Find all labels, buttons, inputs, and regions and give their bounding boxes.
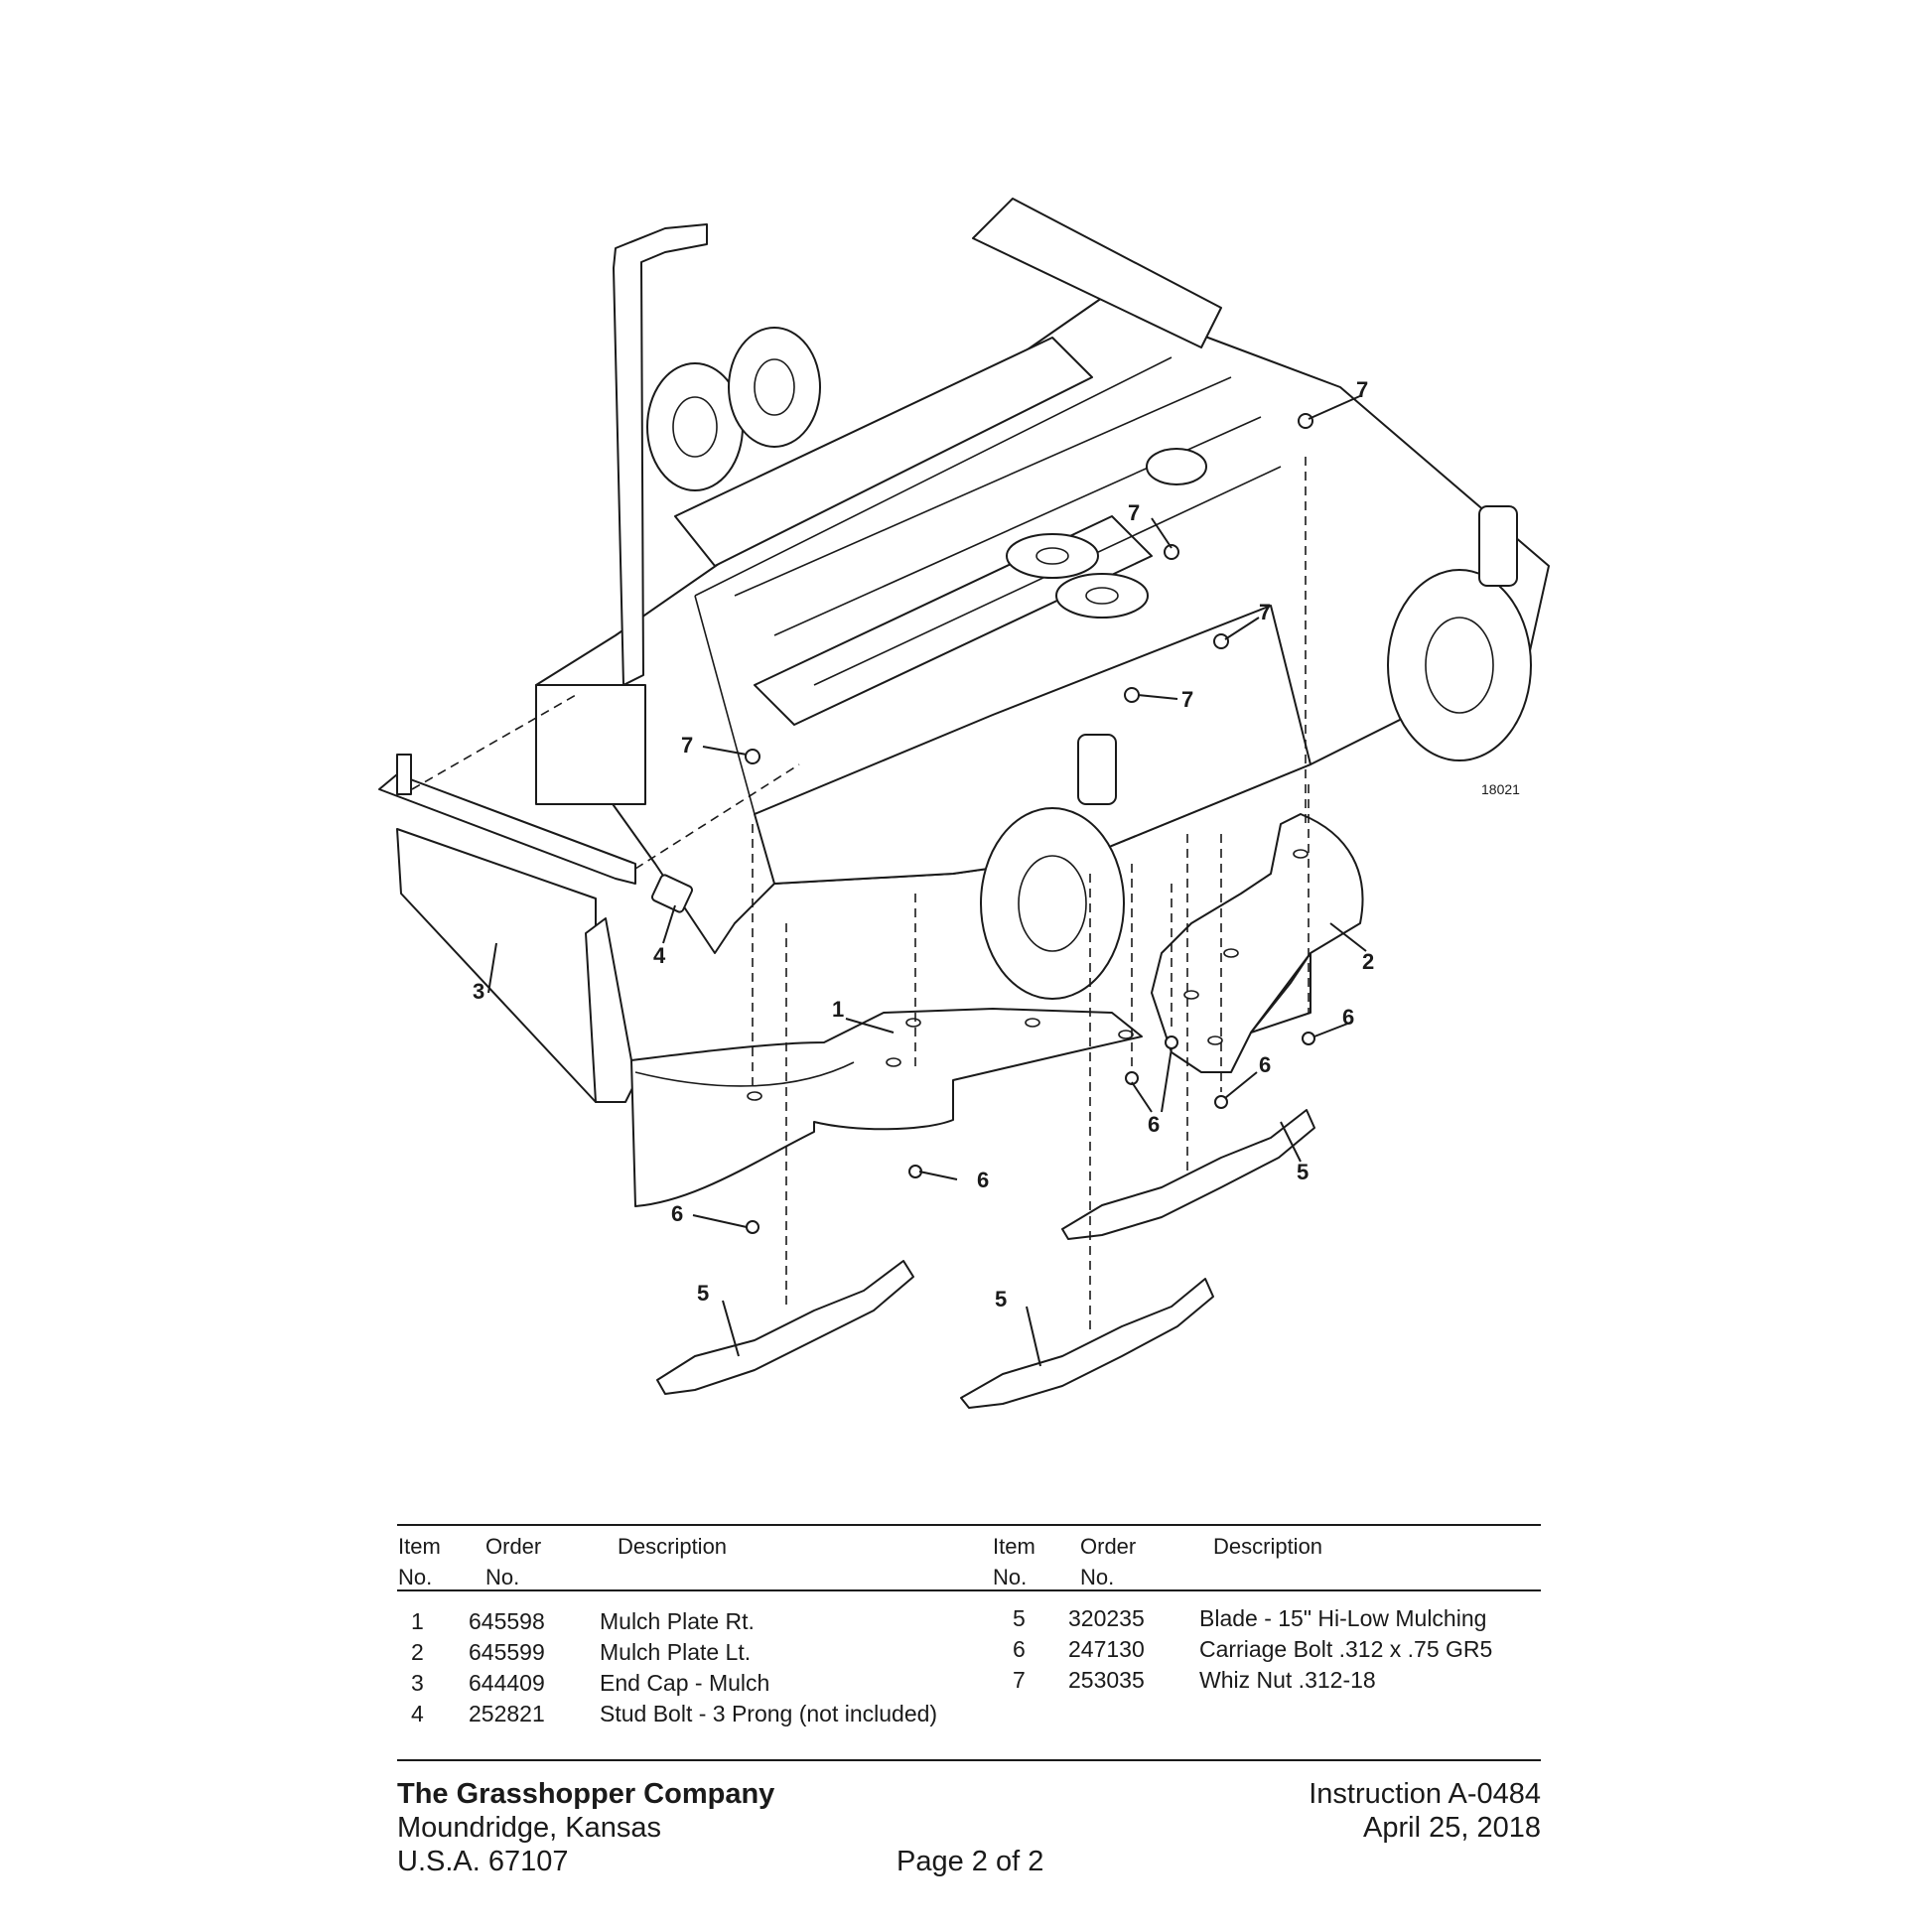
callout-6d: 6 — [1259, 1052, 1271, 1077]
item-no: 6 — [1013, 1636, 1026, 1662]
callout-6c: 6 — [1342, 1005, 1354, 1030]
callout-3: 3 — [473, 979, 484, 1004]
table-header-rule — [397, 1589, 1541, 1591]
callout-7d: 7 — [1181, 687, 1193, 712]
header-description-right: Description — [1213, 1534, 1323, 1559]
table-top-rule — [397, 1524, 1541, 1526]
mulch-plate-left-part — [1151, 813, 1364, 1073]
callout-7b: 7 — [1128, 500, 1140, 525]
callout-4: 4 — [653, 943, 666, 968]
figure-number: 18021 — [1481, 781, 1520, 797]
item-no: 3 — [411, 1670, 424, 1696]
callout-6a: 6 — [977, 1168, 989, 1192]
callout-7c: 7 — [1259, 600, 1271, 624]
end-cap-mulch-part — [378, 694, 800, 1103]
callout-5a: 5 — [697, 1281, 709, 1306]
callout-7e: 7 — [681, 733, 693, 758]
header-item-no-right: Item No. — [993, 1534, 1035, 1589]
order-no: 252821 — [469, 1701, 545, 1726]
description: Mulch Plate Lt. — [600, 1639, 752, 1665]
item-no: 1 — [411, 1608, 424, 1634]
item-no: 5 — [1013, 1605, 1026, 1631]
item-no: 2 — [411, 1639, 424, 1665]
description: End Cap - Mulch — [600, 1670, 770, 1696]
mulching-blades-parts — [656, 1109, 1315, 1409]
order-no: 645598 — [469, 1608, 545, 1634]
order-no: 644409 — [469, 1670, 545, 1696]
document-date: April 25, 2018 — [1363, 1812, 1541, 1844]
description: Mulch Plate Rt. — [600, 1608, 755, 1634]
exploded-parts-diagram: 18021 1 2 3 4 5 5 5 6 6 6 6 6 7 7 7 7 7 — [378, 198, 1550, 1409]
callout-6b: 6 — [671, 1201, 683, 1226]
instruction-number: Instruction A-0484 — [1309, 1778, 1541, 1810]
item-no: 4 — [411, 1701, 424, 1726]
description: Whiz Nut .312-18 — [1199, 1667, 1376, 1693]
description: Blade - 15" Hi-Low Mulching — [1199, 1605, 1487, 1631]
order-no: 645599 — [469, 1639, 545, 1665]
header-item-no-left: Item No. — [398, 1534, 441, 1589]
mulch-plate-right-part — [630, 1008, 1143, 1207]
page-number: Page 2 of 2 — [897, 1846, 1044, 1877]
order-no: 253035 — [1068, 1667, 1145, 1693]
callout-leaders — [487, 394, 1367, 1367]
description: Stud Bolt - 3 Prong (not included) — [600, 1701, 938, 1726]
table-bottom-rule — [397, 1759, 1541, 1761]
order-no: 320235 — [1068, 1605, 1145, 1631]
order-no: 247130 — [1068, 1636, 1145, 1662]
hardware-nuts-bolts — [745, 413, 1315, 1234]
stud-bolt-part — [650, 874, 694, 913]
header-order-no-left: Order No. — [485, 1534, 542, 1589]
company-city: Moundridge, Kansas — [397, 1812, 661, 1844]
mower-deck-assembly — [535, 198, 1550, 1000]
callout-5c: 5 — [1297, 1160, 1309, 1184]
callout-7a: 7 — [1356, 377, 1368, 402]
company-name: The Grasshopper Company — [397, 1778, 775, 1810]
header-description-left: Description — [618, 1534, 728, 1559]
callout-5b: 5 — [995, 1287, 1007, 1311]
callout-6e: 6 — [1148, 1112, 1160, 1137]
header-order-no-right: Order No. — [1080, 1534, 1137, 1589]
callout-1: 1 — [832, 997, 844, 1022]
alignment-lines — [752, 457, 1310, 1330]
company-country-zip: U.S.A. 67107 — [397, 1846, 569, 1877]
item-no: 7 — [1013, 1667, 1026, 1693]
callout-2: 2 — [1362, 949, 1374, 974]
description: Carriage Bolt .312 x .75 GR5 — [1199, 1636, 1493, 1662]
